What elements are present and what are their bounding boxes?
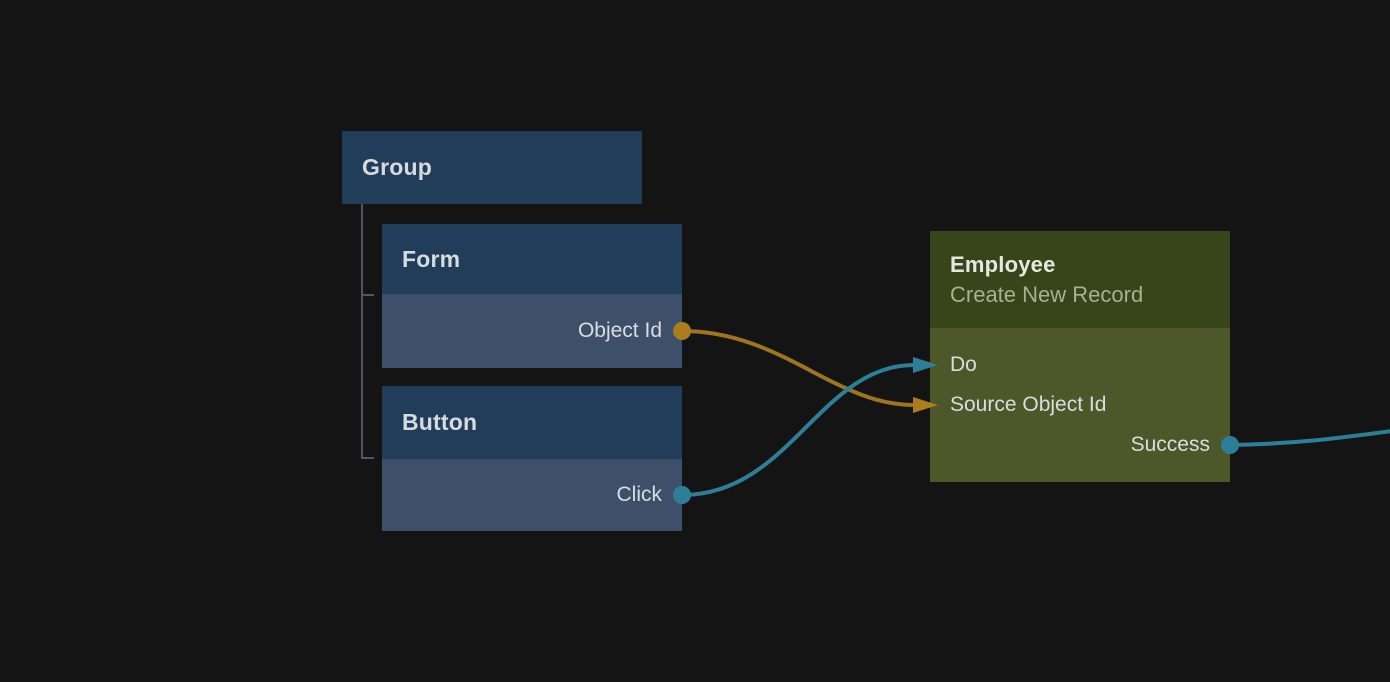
port-click[interactable]: Click: [382, 459, 682, 531]
node-group-title: Group: [362, 154, 432, 180]
port-source-object-id-label: Source Object Id: [950, 393, 1107, 416]
node-form-title: Form: [402, 245, 461, 272]
node-group-header[interactable]: Group: [342, 131, 642, 204]
node-employee-subtitle: Create New Record: [950, 281, 1144, 307]
node-form-body: Object Id: [382, 294, 682, 368]
node-button-title: Button: [402, 409, 478, 435]
node-form[interactable]: Form Object Id: [382, 224, 682, 368]
wire-objectid-to-sourceobjectid[interactable]: [680, 329, 916, 407]
port-success-label: Success: [1130, 433, 1210, 456]
port-click-label: Click: [616, 483, 663, 506]
port-success[interactable]: Success: [930, 425, 1230, 465]
tree-line-vertical: [361, 204, 374, 459]
port-object-id[interactable]: Object Id: [382, 294, 682, 368]
node-button[interactable]: Button Click: [382, 386, 682, 531]
node-button-header[interactable]: Button: [382, 386, 682, 459]
node-employee-body: Do Source Object Id Success: [930, 328, 1230, 482]
node-group[interactable]: Group: [342, 131, 642, 204]
node-form-header[interactable]: Form: [382, 224, 682, 294]
wire-success-offscreen[interactable]: [1228, 429, 1390, 447]
node-button-body: Click: [382, 459, 682, 531]
port-source-object-id[interactable]: Source Object Id: [930, 385, 1230, 425]
node-employee[interactable]: Employee Create New Record Do Source Obj…: [930, 231, 1230, 482]
wire-click-to-do[interactable]: [680, 363, 916, 497]
port-object-id-label: Object Id: [577, 319, 662, 342]
port-do[interactable]: Do: [930, 345, 1230, 385]
port-do-label: Do: [950, 353, 977, 376]
node-employee-header[interactable]: Employee Create New Record: [930, 231, 1230, 328]
node-employee-title: Employee: [950, 251, 1056, 277]
